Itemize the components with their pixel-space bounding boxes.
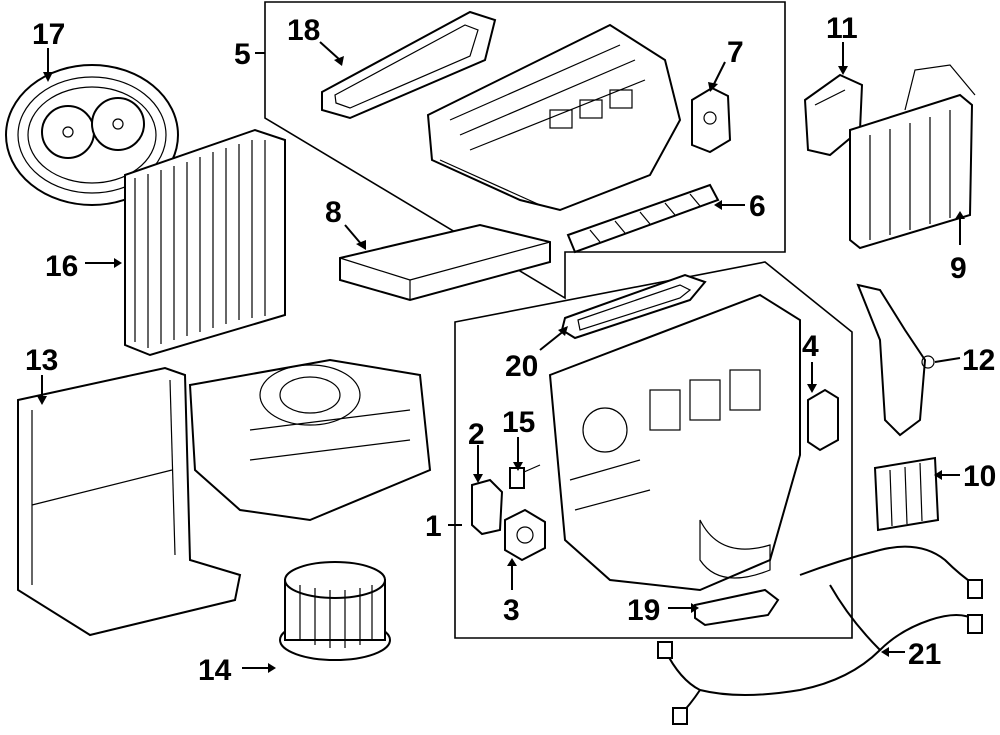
motor-part-3 — [504, 508, 546, 562]
callout-21: 21 — [908, 638, 941, 671]
callout-14: 14 — [198, 654, 232, 687]
callout-1: 1 — [425, 510, 442, 543]
callout-6: 6 — [749, 190, 766, 223]
bracket-part-12 — [856, 283, 935, 437]
callout-2: 2 — [468, 418, 485, 451]
wiring-harness-part-21 — [657, 545, 983, 725]
blower-motor-part-14 — [279, 561, 391, 661]
callout-16: 16 — [45, 250, 78, 283]
blower-cover-part-17 — [5, 64, 179, 206]
leader-lines — [37, 41, 965, 673]
main-hvac-unit-part-1 — [548, 293, 801, 592]
evaporator-part-9 — [849, 64, 976, 250]
cabin-filter-part-8 — [339, 223, 551, 302]
group-box-upper-case — [264, 1, 786, 300]
callout-11: 11 — [826, 12, 858, 45]
group-box-main-unit — [454, 261, 853, 639]
sensor-part-15 — [509, 464, 541, 489]
seal-gasket-part-18 — [321, 10, 497, 120]
actuator-part-2 — [471, 478, 504, 536]
upper-case-housing-part-5 — [426, 23, 682, 212]
callout-3: 3 — [503, 594, 520, 627]
callout-5: 5 — [234, 38, 251, 71]
callout-9: 9 — [950, 252, 967, 285]
callout-12: 12 — [962, 344, 995, 377]
callout-18: 18 — [287, 14, 320, 47]
actuator-part-4 — [807, 388, 839, 452]
heater-core-part-16 — [124, 128, 286, 357]
seal-part-19 — [694, 588, 780, 627]
lower-case-part-13 — [17, 366, 242, 637]
callout-19: 19 — [627, 594, 660, 627]
callout-13: 13 — [25, 344, 58, 377]
callout-7: 7 — [727, 36, 744, 69]
vent-door-part-6 — [566, 183, 720, 254]
callout-15: 15 — [502, 406, 535, 439]
vent-grille-part-10 — [873, 456, 940, 532]
callout-17: 17 — [32, 18, 65, 51]
blower-housing — [188, 358, 432, 522]
callout-4: 4 — [802, 330, 819, 363]
actuator-part-7 — [691, 86, 732, 154]
callout-8: 8 — [325, 196, 342, 229]
callout-20: 20 — [505, 350, 538, 383]
callout-10: 10 — [963, 460, 996, 493]
